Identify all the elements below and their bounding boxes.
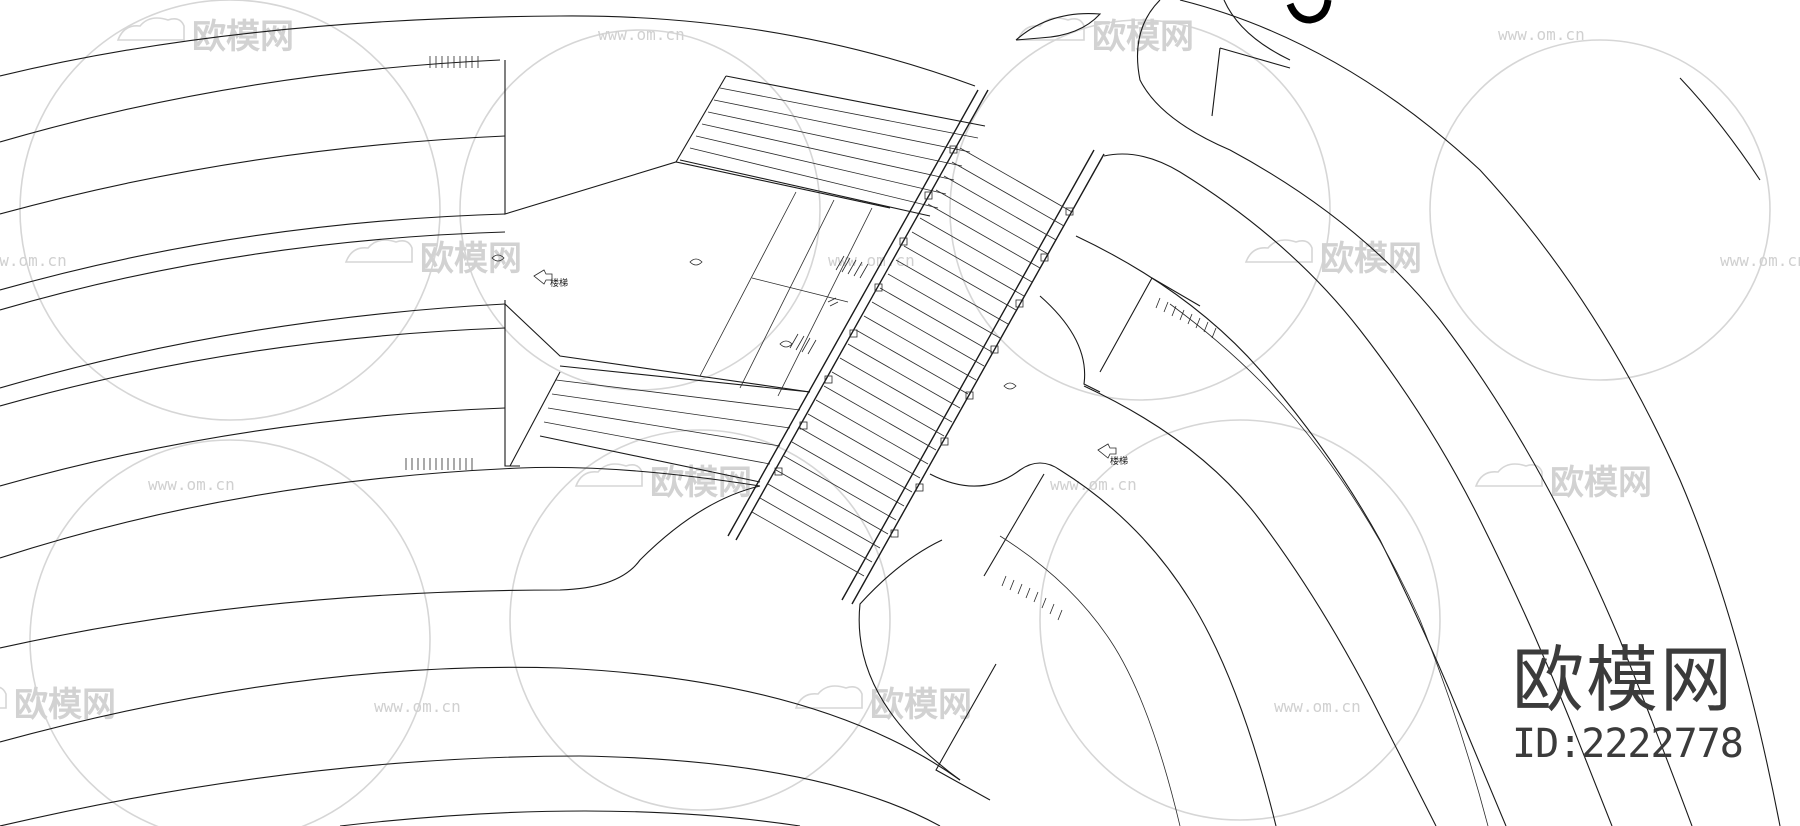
watermark-url: www.om.cn xyxy=(1720,251,1800,270)
watermark-logo: 欧模网 xyxy=(794,685,972,725)
watermark-url: www.om.cn xyxy=(1274,697,1361,716)
watermark-logo: 欧模网 xyxy=(0,685,116,725)
stair-label: 楼梯 xyxy=(550,277,568,289)
svg-text:欧模网: 欧模网 xyxy=(1092,17,1194,57)
bridge-treads xyxy=(751,147,1073,577)
svg-text:欧模网: 欧模网 xyxy=(192,17,294,57)
watermark-url: www.om.cn xyxy=(598,25,685,44)
stair-flight-upper-left xyxy=(679,75,986,217)
right-plaza xyxy=(858,153,1613,826)
watermark-logo: 欧模网 xyxy=(1244,239,1422,279)
tree-symbol-icon xyxy=(689,258,703,266)
brand-watermark: 欧模网 ID:2222778 xyxy=(1512,640,1772,768)
svg-text:欧模网: 欧模网 xyxy=(1320,239,1422,279)
tree-symbol-icon xyxy=(491,254,505,262)
model-id-text: ID:2222778 xyxy=(1512,721,1744,767)
tree-symbol-icon xyxy=(779,340,793,348)
brand-logo: 欧模网 xyxy=(1512,638,1735,722)
watermark-logo: 欧模网 xyxy=(344,239,522,279)
watermark-url: www.om.cn xyxy=(148,475,235,494)
left-building-outline xyxy=(504,60,891,467)
svg-text:欧模网: 欧模网 xyxy=(420,239,522,279)
stair-annotations: 楼梯 楼梯 xyxy=(491,254,1128,467)
stair-label: 楼梯 xyxy=(1110,455,1128,467)
watermark-url: www.om.cn xyxy=(1498,25,1585,44)
arrow-icon xyxy=(533,269,553,285)
watermark-url: www.om.cn xyxy=(1050,475,1137,494)
right-curved-roads xyxy=(1015,0,1781,826)
bridge-posts xyxy=(774,145,1074,538)
svg-text:欧模网: 欧模网 xyxy=(14,685,116,725)
watermark-url: www.om.cn xyxy=(0,251,67,270)
watermark-logo: 欧模网 xyxy=(1016,17,1194,57)
left-curved-bands xyxy=(0,15,976,826)
watermark-logo: 欧模网 xyxy=(116,17,294,57)
watermark-url: www.om.cn xyxy=(374,697,461,716)
arrow-icon xyxy=(1097,443,1117,459)
tree-symbol-icon xyxy=(1003,382,1017,390)
watermark-logo: 欧模网 xyxy=(1474,463,1652,503)
watermark-url: www.om.cn xyxy=(828,251,915,270)
plaza-interior xyxy=(699,191,873,397)
central-bridge xyxy=(727,89,1105,605)
svg-text:欧模网: 欧模网 xyxy=(1550,463,1652,503)
north-marker xyxy=(1286,0,1332,24)
stair-flight-lower-left xyxy=(539,365,811,483)
dimension-ticks xyxy=(405,56,479,470)
small-mark-icon xyxy=(827,297,839,307)
svg-text:欧模网: 欧模网 xyxy=(870,685,972,725)
